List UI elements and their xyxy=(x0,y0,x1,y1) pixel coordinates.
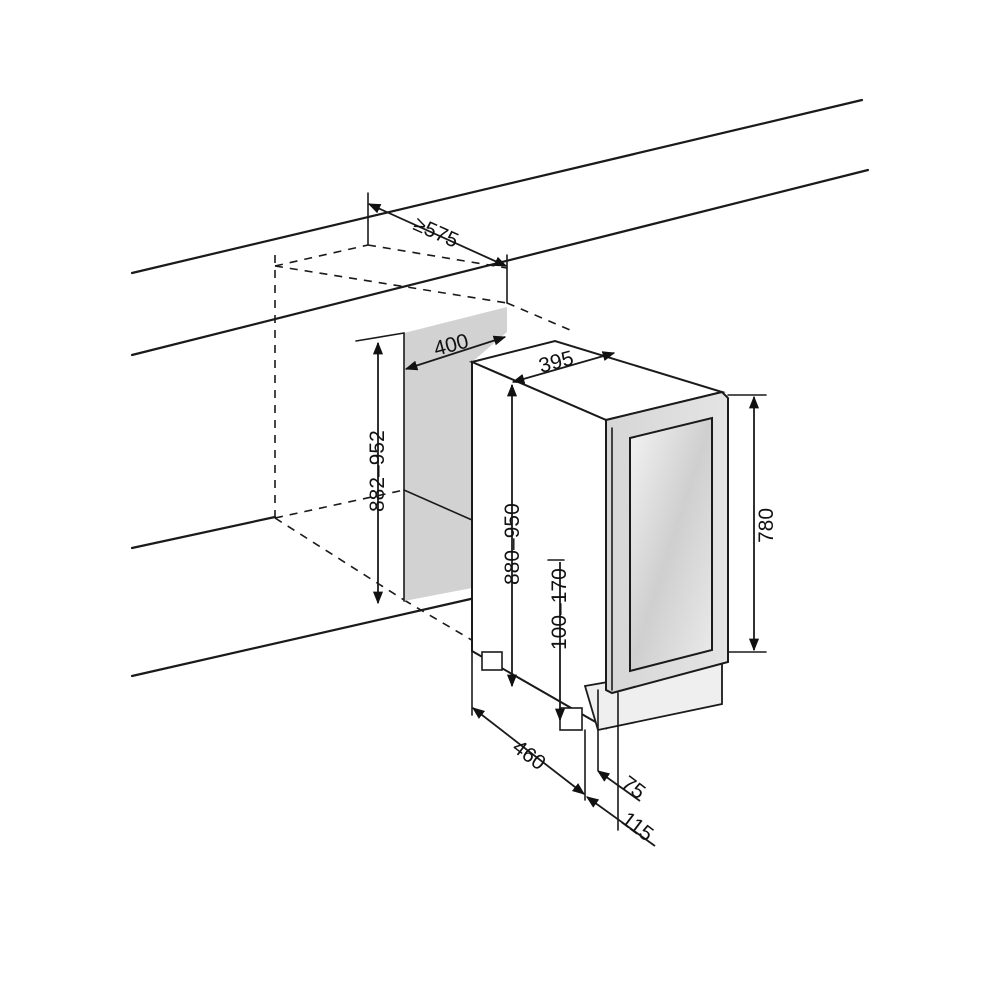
label-depth-min: ≥575 xyxy=(410,213,462,253)
label-unit-height: 880–950 xyxy=(501,503,524,585)
label-plinth-height: 100–170 xyxy=(548,568,571,650)
dim-unit-height: 880–950 xyxy=(501,383,524,688)
dim-niche-height: 882–952 xyxy=(355,332,405,605)
niche-back-wall xyxy=(403,307,507,602)
dim-door-offset: 75 xyxy=(596,770,649,804)
label-total-offset: 115 xyxy=(617,808,658,847)
label-door-offset: 75 xyxy=(617,772,649,804)
dim-plinth-height: 100–170 xyxy=(547,559,571,722)
dim-door-height: 780 xyxy=(727,394,778,653)
wine-cooler xyxy=(468,339,729,831)
dim-total-offset: 115 xyxy=(585,796,658,847)
label-door-height: 780 xyxy=(755,508,778,543)
label-unit-depth: 460 xyxy=(508,736,550,775)
label-niche-height: 882–952 xyxy=(366,430,389,512)
glass-door xyxy=(629,416,713,673)
